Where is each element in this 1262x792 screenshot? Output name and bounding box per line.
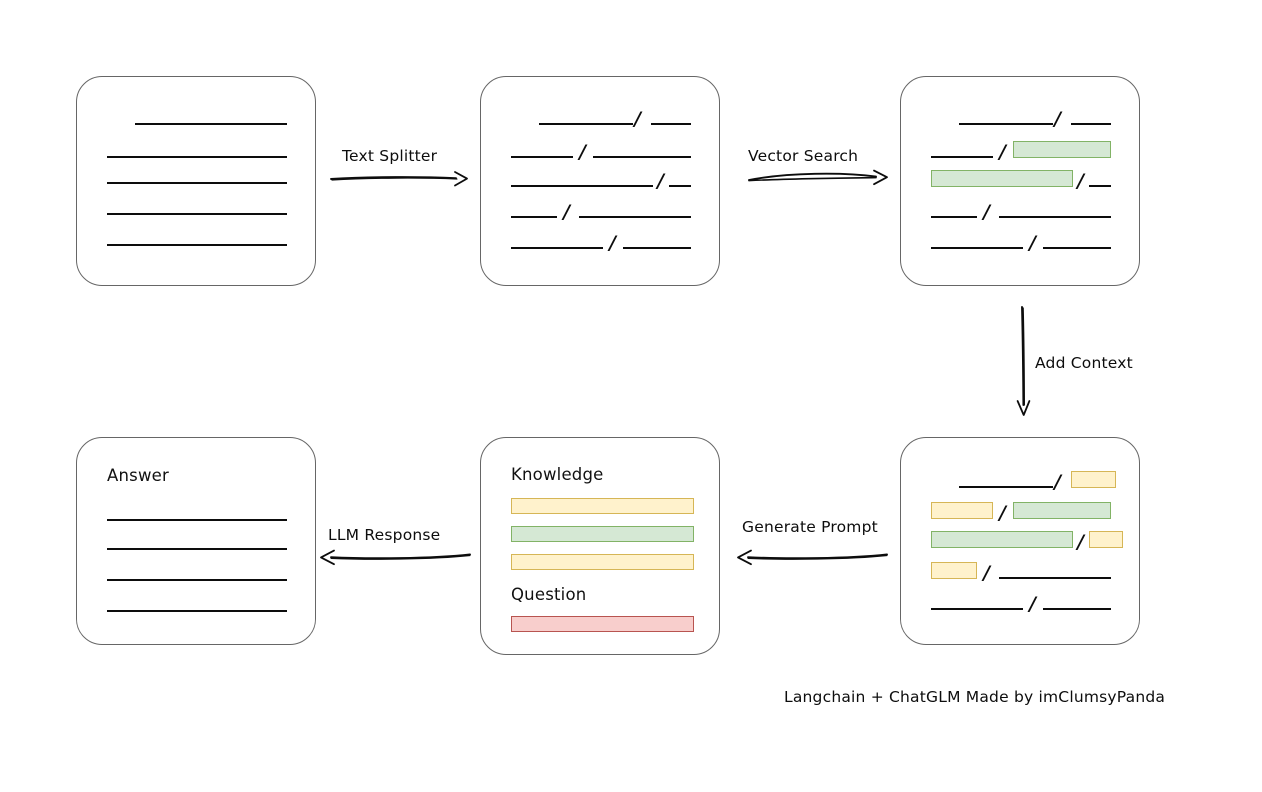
text-line <box>107 610 287 612</box>
text-line <box>107 579 287 581</box>
text-line <box>999 577 1111 579</box>
text-line <box>959 123 1053 125</box>
chunk-separator: / <box>657 170 664 192</box>
text-line <box>1043 608 1111 610</box>
text-line <box>107 244 287 246</box>
matched-chunk-green[interactable] <box>1013 141 1111 158</box>
vector-search-arrow <box>748 166 890 190</box>
question-label: Question <box>511 585 587 604</box>
text-splitter-label: Text Splitter <box>342 147 438 165</box>
text-line <box>107 519 287 521</box>
text-line <box>931 247 1023 249</box>
text-line <box>511 185 653 187</box>
knowledge-bar-green[interactable] <box>511 526 694 542</box>
text-line <box>511 216 557 218</box>
knowledge-bar-yellow[interactable] <box>511 554 694 570</box>
text-line <box>107 182 287 184</box>
context-document-lines: / / / / / <box>901 438 1139 644</box>
text-line <box>651 123 691 125</box>
generate-prompt-arrow <box>737 546 889 568</box>
context-chunk-yellow[interactable] <box>931 562 977 579</box>
text-line <box>593 156 691 158</box>
context-chunk-yellow[interactable] <box>1071 471 1116 488</box>
context-chunk-green[interactable] <box>931 531 1073 548</box>
add-context-arrow <box>1010 305 1036 417</box>
split-document-lines: / / / / / <box>481 77 719 285</box>
chunk-separator: / <box>634 108 641 130</box>
text-splitter-arrow <box>330 168 470 190</box>
text-line <box>931 608 1023 610</box>
chunk-separator: / <box>1029 232 1036 254</box>
context-chunk-green[interactable] <box>1013 502 1111 519</box>
llm-response-label: LLM Response <box>328 526 441 544</box>
vector-search-label: Vector Search <box>748 147 859 165</box>
chunk-separator: / <box>983 562 990 584</box>
split-document-card[interactable]: / / / / / <box>480 76 720 286</box>
answer-lines <box>77 438 315 644</box>
text-line <box>107 156 287 158</box>
knowledge-label: Knowledge <box>511 465 604 484</box>
generate-prompt-label: Generate Prompt <box>742 518 878 536</box>
text-line <box>1089 185 1111 187</box>
text-line <box>931 216 977 218</box>
chunk-separator: / <box>999 502 1006 524</box>
text-line <box>107 548 287 550</box>
source-document-lines <box>77 77 315 285</box>
footer-credit: Langchain + ChatGLM Made by imClumsyPand… <box>784 688 1166 706</box>
text-line <box>1043 247 1111 249</box>
text-line <box>931 156 993 158</box>
chunk-separator: / <box>579 141 586 163</box>
chunk-separator: / <box>1077 170 1084 192</box>
matched-document-card[interactable]: / / / / / <box>900 76 1140 286</box>
text-line <box>511 156 573 158</box>
chunk-separator: / <box>563 201 570 223</box>
text-line <box>999 216 1111 218</box>
text-line <box>959 486 1053 488</box>
answer-label: Answer <box>107 466 169 485</box>
chunk-separator: / <box>999 141 1006 163</box>
text-line <box>135 123 287 125</box>
context-chunk-yellow[interactable] <box>931 502 993 519</box>
chunk-separator: / <box>983 201 990 223</box>
chunk-separator: / <box>1054 108 1061 130</box>
matched-document-lines: / / / / / <box>901 77 1139 285</box>
prompt-card[interactable]: Knowledge Question <box>480 437 720 655</box>
question-bar-red[interactable] <box>511 616 694 632</box>
llm-response-arrow <box>320 546 472 568</box>
source-document-card[interactable] <box>76 76 316 286</box>
chunk-separator: / <box>609 232 616 254</box>
add-context-label: Add Context <box>1035 354 1133 372</box>
knowledge-bar-yellow[interactable] <box>511 498 694 514</box>
text-line <box>669 185 691 187</box>
text-line <box>107 213 287 215</box>
context-chunk-yellow[interactable] <box>1089 531 1123 548</box>
chunk-separator: / <box>1029 593 1036 615</box>
matched-chunk-green[interactable] <box>931 170 1073 187</box>
chunk-separator: / <box>1077 531 1084 553</box>
text-line <box>511 247 603 249</box>
answer-card[interactable]: Answer <box>76 437 316 645</box>
text-line <box>623 247 691 249</box>
text-line <box>539 123 633 125</box>
text-line <box>579 216 691 218</box>
text-line <box>1071 123 1111 125</box>
context-document-card[interactable]: / / / / / <box>900 437 1140 645</box>
chunk-separator: / <box>1054 471 1061 493</box>
